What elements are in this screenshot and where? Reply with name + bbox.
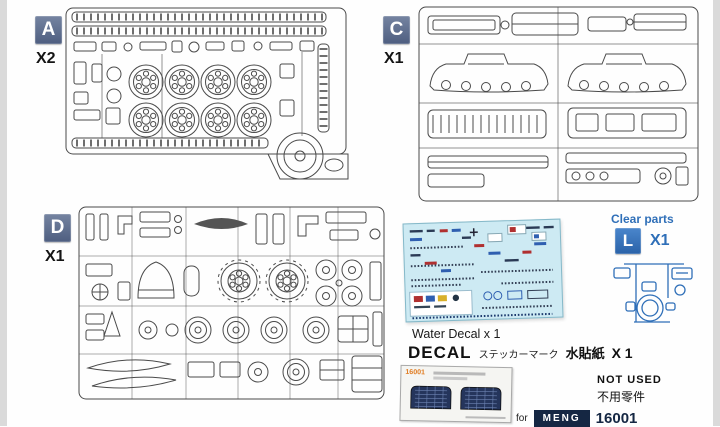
- decal-jp-label: ステッカーマーク: [478, 350, 559, 361]
- sprue-a-count: X2: [36, 50, 56, 67]
- decal-marks: [409, 224, 554, 320]
- scan-edge-left: [0, 0, 7, 426]
- meng-logo: MENG: [533, 410, 590, 427]
- pe-card-subtitle-bar: [433, 376, 468, 380]
- not-used-block: NOT USED 不用零件: [597, 374, 662, 405]
- clear-parts-count: X1: [650, 232, 670, 249]
- footer-kit-number: 16001: [595, 410, 638, 427]
- not-used-cn: 不用零件: [597, 390, 646, 404]
- footer-for: for: [516, 413, 528, 424]
- sprue-a-tile: A: [35, 16, 62, 44]
- pe-grilles: [410, 385, 502, 411]
- sprue-d-letter: D: [50, 217, 65, 238]
- clear-parts-title: Clear parts: [611, 212, 674, 226]
- pe-card-footer-bar: [465, 415, 506, 420]
- sprue-c-letter: C: [389, 19, 404, 40]
- sprue-d-count: X1: [45, 248, 65, 265]
- sprue-c-count: X1: [384, 50, 404, 67]
- pe-card-code: 16001: [405, 368, 425, 377]
- clear-parts-tile: L: [615, 228, 641, 254]
- sprue-a-drawing: [65, 7, 349, 180]
- decal-cn-label: 水貼紙: [565, 346, 605, 361]
- sprue-d-drawing: [78, 206, 385, 400]
- not-used-en: NOT USED: [597, 374, 662, 386]
- decal-caption-line: DECAL ステッカーマーク 水貼紙 X 1: [408, 343, 633, 363]
- water-decal-caption: Water Decal x 1: [412, 327, 501, 341]
- clear-parts-letter: L: [622, 231, 634, 250]
- footer-brand-line: for MENG 16001: [516, 410, 637, 427]
- scan-edge-right: [713, 0, 720, 426]
- sprue-a-letter: A: [41, 19, 56, 40]
- sprue-c-tile: C: [383, 16, 410, 44]
- pe-card-title-bar: [433, 371, 486, 376]
- decal-count: X 1: [611, 345, 633, 361]
- sprue-c-drawing: [418, 6, 699, 202]
- pe-card: 16001: [399, 364, 513, 424]
- water-decal-sheet: [402, 218, 564, 323]
- sprue-d-tile: D: [44, 214, 71, 242]
- clear-parts-drawing: [613, 263, 693, 323]
- decal-word: DECAL: [408, 343, 472, 362]
